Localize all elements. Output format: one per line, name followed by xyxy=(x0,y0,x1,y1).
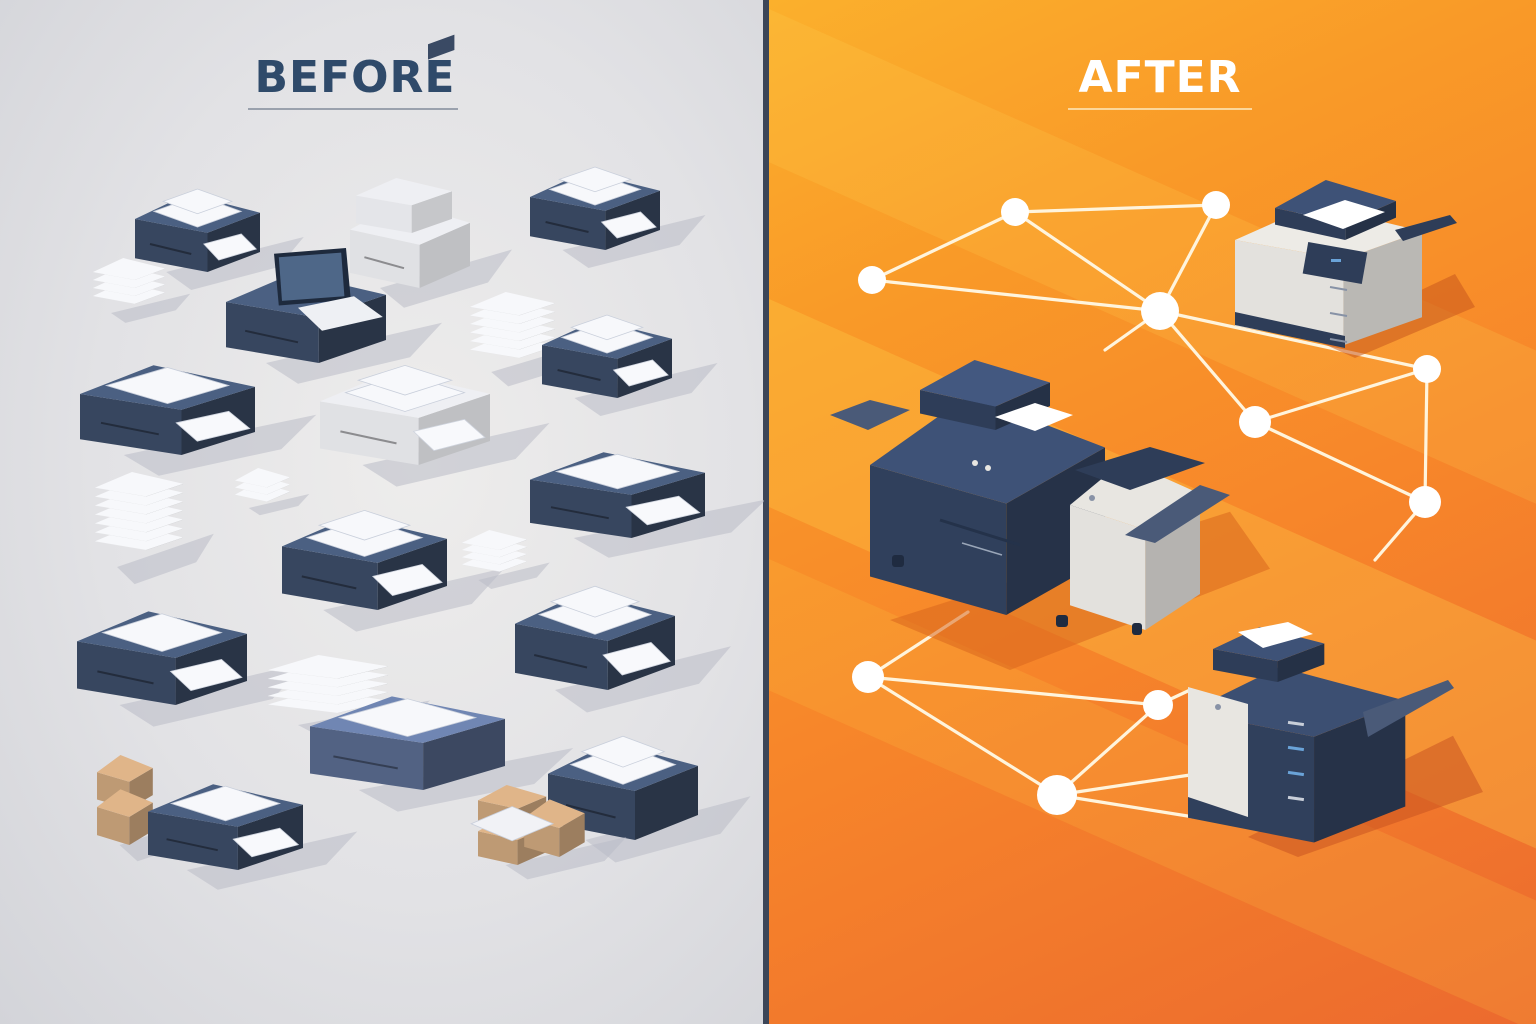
network-links xyxy=(866,203,1429,820)
network-node xyxy=(1037,775,1077,815)
desktop-printer-device xyxy=(148,784,358,890)
network-link xyxy=(1158,309,1257,424)
network-link xyxy=(866,675,1160,707)
network-node xyxy=(1202,191,1230,219)
network-node xyxy=(852,661,884,693)
production-press-device xyxy=(830,360,1270,670)
compact-printer-device xyxy=(530,452,764,558)
stack-printer-device xyxy=(548,735,751,863)
network-link xyxy=(1055,793,1202,820)
network-link xyxy=(1253,420,1427,504)
network-link xyxy=(1158,203,1218,313)
network-nodes xyxy=(852,191,1441,815)
after-title-underline xyxy=(1068,108,1252,110)
before-title-underline xyxy=(248,108,458,110)
paper-stack-device xyxy=(95,472,214,585)
desktop-printer-device xyxy=(530,166,706,268)
network-node xyxy=(1409,486,1441,518)
network-link xyxy=(1013,203,1218,214)
before-title: BEFORE xyxy=(254,52,456,103)
drawer-printer-device xyxy=(515,585,731,713)
network-link xyxy=(1423,367,1429,504)
network-link xyxy=(1055,773,1192,797)
network-link xyxy=(1158,309,1429,371)
desktop-printer-device xyxy=(135,188,304,290)
paper-stack-device xyxy=(235,468,310,516)
network-link xyxy=(1013,210,1162,313)
desktop-printer-device xyxy=(282,509,505,632)
paper-stack-device xyxy=(462,530,550,589)
network-link xyxy=(866,675,1059,797)
network-node xyxy=(1413,355,1441,383)
desktop-printer-device xyxy=(80,365,317,476)
floor-mfp-device xyxy=(1188,622,1483,857)
network-node xyxy=(1143,690,1173,720)
network-link xyxy=(1253,367,1429,424)
after-title: AFTER xyxy=(1078,52,1242,103)
office-mfp-device xyxy=(1235,180,1475,358)
panel-divider xyxy=(763,0,769,1024)
network-node xyxy=(1239,406,1271,438)
network-link xyxy=(870,278,1162,313)
boxes-device xyxy=(470,785,627,880)
before-devices-layer xyxy=(77,34,764,890)
inkjet-printer-device xyxy=(320,364,550,487)
desktop-printer-device xyxy=(77,611,307,727)
compact-printer-device xyxy=(542,314,718,416)
network-link xyxy=(1055,703,1160,797)
tall-copier-device xyxy=(350,34,512,308)
network-node xyxy=(858,266,886,294)
wide-printer-device xyxy=(310,696,574,812)
network-node xyxy=(1141,292,1179,330)
paper-stack-device xyxy=(93,258,191,323)
laptop-printer-device xyxy=(226,248,442,384)
network-node xyxy=(1001,198,1029,226)
network-link xyxy=(870,210,1017,282)
